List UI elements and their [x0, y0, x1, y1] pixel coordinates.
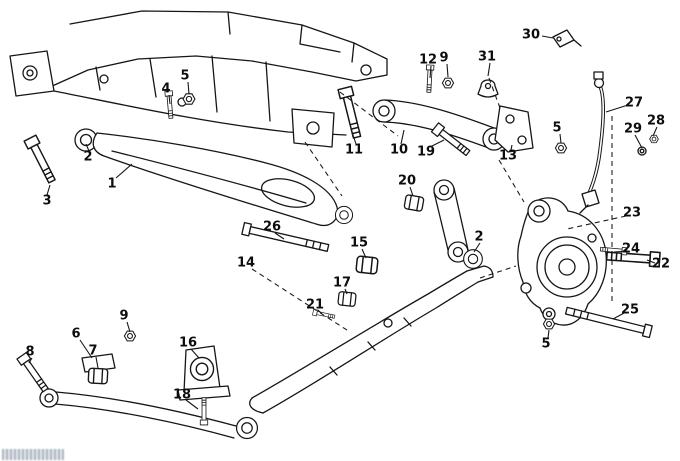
- callout-23: 23: [622, 205, 642, 221]
- watermark: [2, 449, 64, 460]
- callout-13: 13: [498, 148, 518, 164]
- callout-1: 1: [107, 176, 117, 192]
- bushing-2-rear: [463, 249, 483, 269]
- console-bushing: [189, 356, 215, 382]
- callout-24: 24: [621, 241, 641, 257]
- nut-9a: [441, 77, 455, 89]
- callout-12: 12: [418, 52, 438, 68]
- callout-14: 14: [236, 255, 256, 271]
- nut-5c: [542, 318, 556, 330]
- callout-18: 18: [172, 387, 192, 403]
- fasteners: [16, 64, 661, 426]
- wheel-carrier: [517, 197, 607, 326]
- callout-5: 5: [541, 336, 551, 352]
- nut-28: [649, 134, 659, 144]
- front-mount-console: [177, 345, 231, 401]
- callout-4: 4: [161, 81, 171, 97]
- bolt-26: [241, 221, 330, 255]
- link-rubber-bushing: [87, 367, 109, 385]
- callout-29: 29: [623, 121, 643, 137]
- callout-16: 16: [178, 335, 198, 351]
- construction-lines: [251, 77, 627, 333]
- mount-bracket: [494, 105, 534, 153]
- arm-end-bushing: [334, 205, 354, 225]
- callout-19: 19: [416, 144, 436, 160]
- speed-sensor: [552, 29, 582, 48]
- washer-29: [637, 146, 647, 156]
- rear-subframe: [9, 10, 388, 148]
- bushing-20: [403, 193, 425, 213]
- bolt-3: [23, 134, 59, 185]
- callout-3: 3: [42, 193, 52, 209]
- nut-5b: [554, 142, 568, 154]
- callout-15: 15: [349, 235, 369, 251]
- lower-control-arm: [74, 128, 354, 226]
- callout-30: 30: [521, 27, 541, 43]
- callout-20: 20: [397, 173, 417, 189]
- bushing-15: [355, 255, 379, 275]
- callout-27: 27: [624, 95, 644, 111]
- callout-21: 21: [305, 297, 325, 313]
- callout-25: 25: [620, 302, 640, 318]
- stabilizer-link: [39, 353, 237, 439]
- callout-28: 28: [646, 113, 666, 129]
- trailing-arm: [235, 265, 494, 440]
- callout-7: 7: [88, 343, 98, 359]
- bolt-11: [337, 85, 365, 140]
- callout-6: 6: [71, 326, 81, 342]
- bolt-18: [199, 397, 209, 426]
- callout-17: 17: [332, 275, 352, 291]
- callout-26: 26: [262, 219, 282, 235]
- callout-31: 31: [477, 49, 497, 65]
- callout-2: 2: [474, 229, 484, 245]
- callout-5: 5: [180, 68, 190, 84]
- callout-5: 5: [552, 120, 562, 136]
- callout-8: 8: [25, 344, 35, 360]
- bolt-25: [564, 304, 653, 339]
- callout-10: 10: [389, 142, 409, 158]
- cable-clamp: [477, 79, 499, 98]
- integral-link: [433, 179, 483, 269]
- nut-9b: [123, 330, 137, 342]
- callout-11: 11: [344, 142, 364, 158]
- bolt-12: [424, 64, 435, 93]
- leader-lines: [28, 35, 658, 410]
- callout-2: 2: [83, 149, 93, 165]
- abs-sensor-wire: [579, 71, 605, 214]
- callout-9: 9: [439, 50, 449, 66]
- callout-22: 22: [651, 256, 671, 272]
- trailing-arm-front-bushing: [235, 416, 259, 440]
- callout-9: 9: [119, 308, 129, 324]
- upper-control-link: [372, 99, 506, 151]
- nut-5a: [182, 93, 196, 105]
